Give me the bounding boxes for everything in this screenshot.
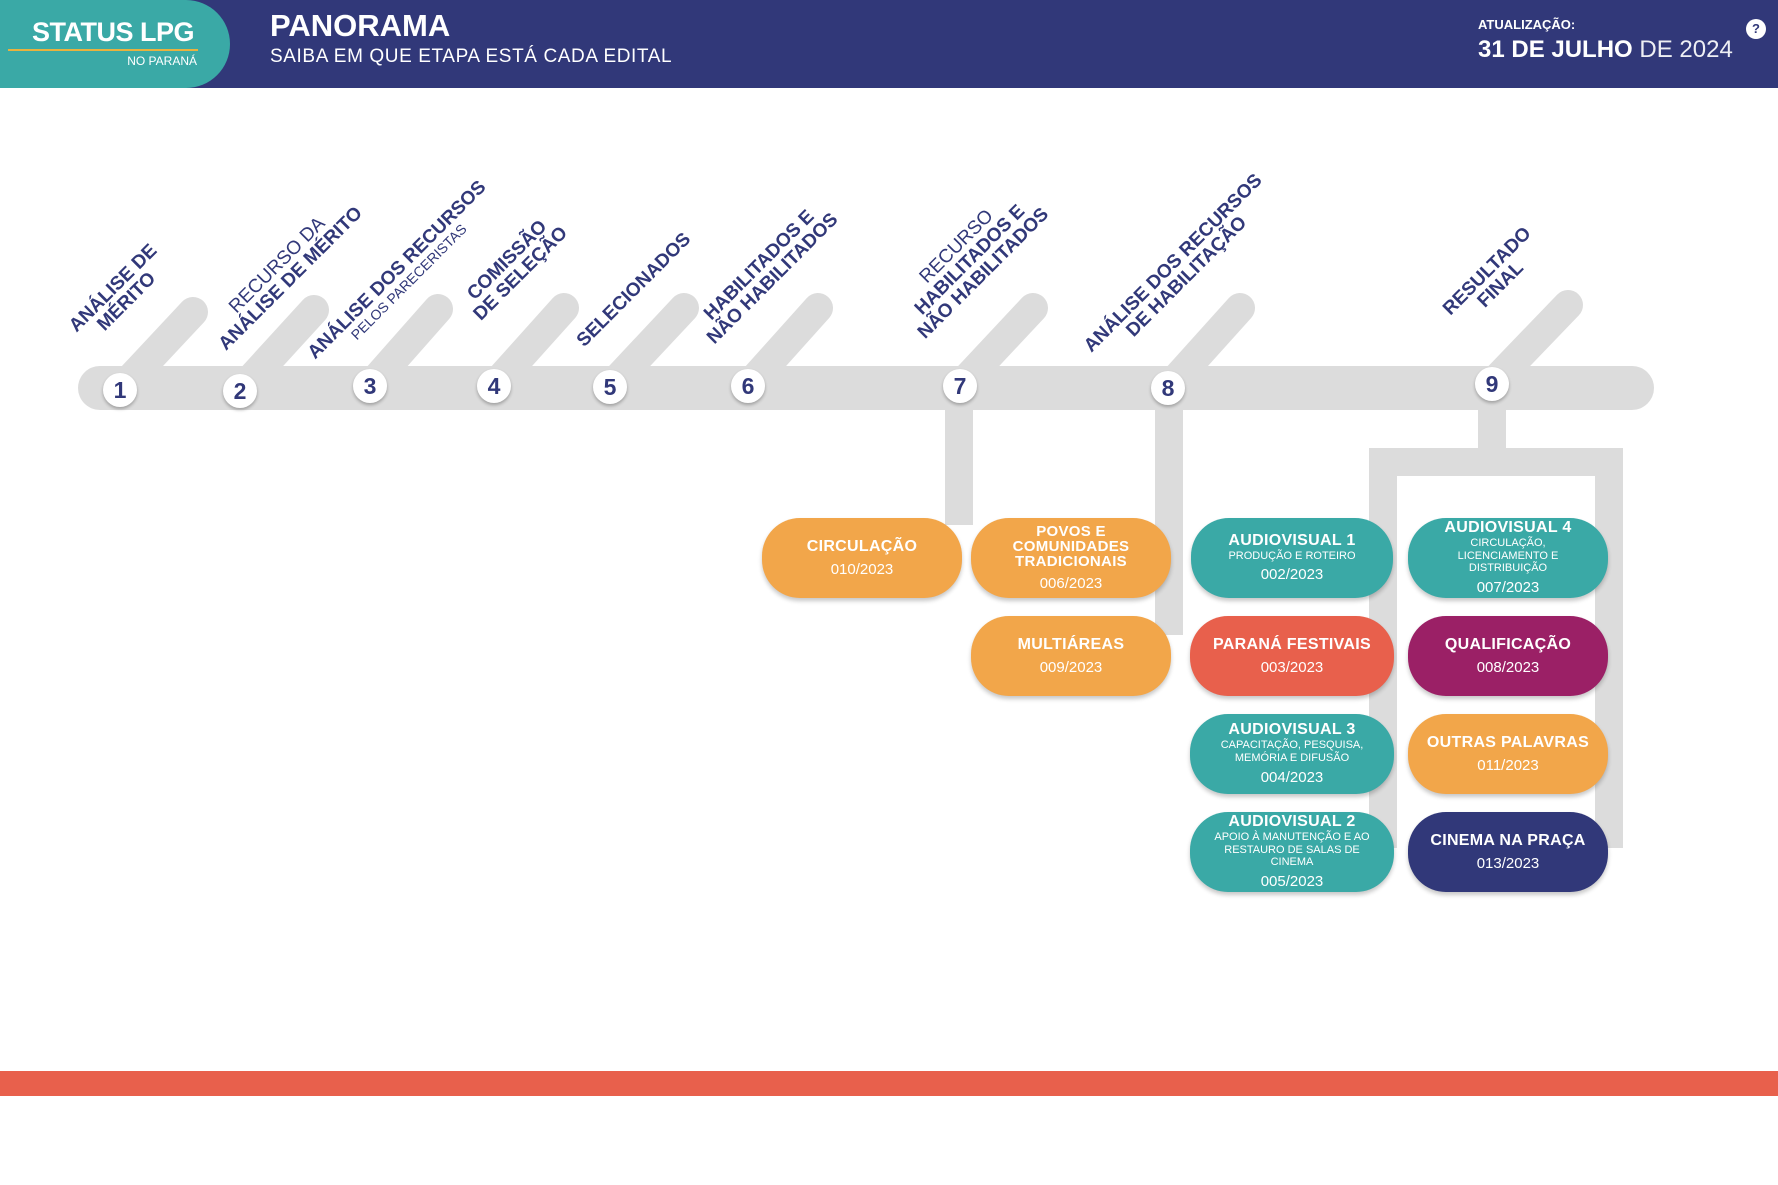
stage-number-8: 8 bbox=[1151, 371, 1185, 405]
stage-branch-5 bbox=[595, 293, 699, 402]
edital-card[interactable]: CINEMA NA PRAÇA 013/2023 bbox=[1408, 812, 1608, 892]
edital-name: AUDIOVISUAL 4 bbox=[1444, 519, 1572, 537]
edital-card[interactable]: POVOS E COMUNIDADES TRADICIONAIS 006/2023 bbox=[971, 518, 1171, 598]
connector-stage-9-bar bbox=[1369, 448, 1623, 476]
edital-card[interactable]: CIRCULAÇÃO 010/2023 bbox=[762, 518, 962, 598]
edital-name: CINEMA NA PRAÇA bbox=[1430, 831, 1586, 849]
stage-branch-8 bbox=[1153, 293, 1255, 403]
edital-name: CIRCULAÇÃO bbox=[806, 537, 918, 555]
bottom-stripe bbox=[0, 1071, 1778, 1096]
brand-badge: STATUS LPG NO PARANÁ bbox=[0, 0, 230, 88]
edital-description: APOIO À MANUTENÇÃO E AO RESTAURO DE SALA… bbox=[1214, 831, 1370, 869]
stage-number-6: 6 bbox=[731, 369, 765, 403]
edital-card[interactable]: OUTRAS PALAVRAS 011/2023 bbox=[1408, 714, 1608, 794]
edital-name: AUDIOVISUAL 1 bbox=[1228, 531, 1356, 549]
edital-name: AUDIOVISUAL 2 bbox=[1228, 813, 1356, 831]
edital-card[interactable]: QUALIFICAÇÃO 008/2023 bbox=[1408, 616, 1608, 696]
update-label: ATUALIZAÇÃO: bbox=[1478, 17, 1576, 32]
edital-code: 011/2023 bbox=[1477, 756, 1539, 774]
connector-stage-8 bbox=[1155, 405, 1183, 635]
stage-branch-7 bbox=[945, 293, 1048, 401]
header-bar: STATUS LPG NO PARANÁ PANORAMA SAIBA EM Q… bbox=[0, 0, 1778, 88]
stage-branch-2 bbox=[225, 295, 329, 406]
edital-code: 002/2023 bbox=[1260, 566, 1324, 584]
edital-code: 007/2023 bbox=[1476, 578, 1540, 596]
edital-name: MULTIÁREAS bbox=[1017, 635, 1125, 653]
edital-card[interactable]: PARANÁ FESTIVAIS 003/2023 bbox=[1190, 616, 1394, 696]
stage-branch-9 bbox=[1477, 290, 1583, 399]
brand-subtitle: NO PARANÁ bbox=[127, 54, 197, 68]
edital-name: POVOS E COMUNIDADES TRADICIONAIS bbox=[1012, 523, 1130, 570]
edital-name: QUALIFICAÇÃO bbox=[1444, 635, 1572, 653]
edital-description: PRODUÇÃO E ROTEIRO bbox=[1228, 549, 1356, 562]
stage-number-4: 4 bbox=[477, 369, 511, 403]
edital-code: 004/2023 bbox=[1260, 768, 1324, 786]
stage-number-5: 5 bbox=[593, 370, 627, 404]
brand-title: STATUS LPG bbox=[32, 17, 195, 47]
edital-code: 008/2023 bbox=[1476, 658, 1540, 676]
info-icon[interactable]: ? bbox=[1746, 19, 1766, 39]
edital-code: 009/2023 bbox=[1039, 658, 1103, 676]
edital-description: CIRCULAÇÃO, LICENCIAMENTO E DISTRIBUIÇÃO bbox=[1457, 537, 1559, 575]
edital-code: 003/2023 bbox=[1260, 658, 1324, 676]
edital-card[interactable]: MULTIÁREAS 009/2023 bbox=[971, 616, 1171, 696]
edital-code: 005/2023 bbox=[1260, 872, 1324, 890]
edital-name: PARANÁ FESTIVAIS bbox=[1213, 635, 1371, 653]
stage-number-3: 3 bbox=[353, 369, 387, 403]
edital-name: AUDIOVISUAL 3 bbox=[1228, 721, 1356, 739]
connector-stage-7 bbox=[945, 405, 973, 525]
edital-description: CAPACITAÇÃO, PESQUISA, MEMÓRIA E DIFUSÃO bbox=[1220, 739, 1364, 764]
edital-name: OUTRAS PALAVRAS bbox=[1426, 733, 1590, 751]
edital-code: 010/2023 bbox=[830, 560, 894, 578]
brand-underline bbox=[8, 49, 198, 51]
update-date-year: DE 2024 bbox=[1632, 36, 1733, 63]
update-date-day: 31 DE JULHO bbox=[1478, 36, 1633, 63]
connector-stage-9 bbox=[1478, 405, 1506, 455]
stage-branch-1 bbox=[105, 297, 208, 405]
edital-code: 006/2023 bbox=[1039, 575, 1103, 592]
stage-number-1: 1 bbox=[103, 373, 137, 407]
edital-code: 013/2023 bbox=[1476, 854, 1540, 872]
stage-number-7: 7 bbox=[943, 369, 977, 403]
page-title: PANORAMA bbox=[270, 8, 451, 43]
page-subtitle: SAIBA EM QUE ETAPA ESTÁ CADA EDITAL bbox=[270, 46, 673, 67]
update-date: 31 DE JULHO DE 2024 bbox=[1478, 36, 1733, 64]
stage-number-2: 2 bbox=[223, 374, 257, 408]
stage-number-9: 9 bbox=[1475, 367, 1509, 401]
